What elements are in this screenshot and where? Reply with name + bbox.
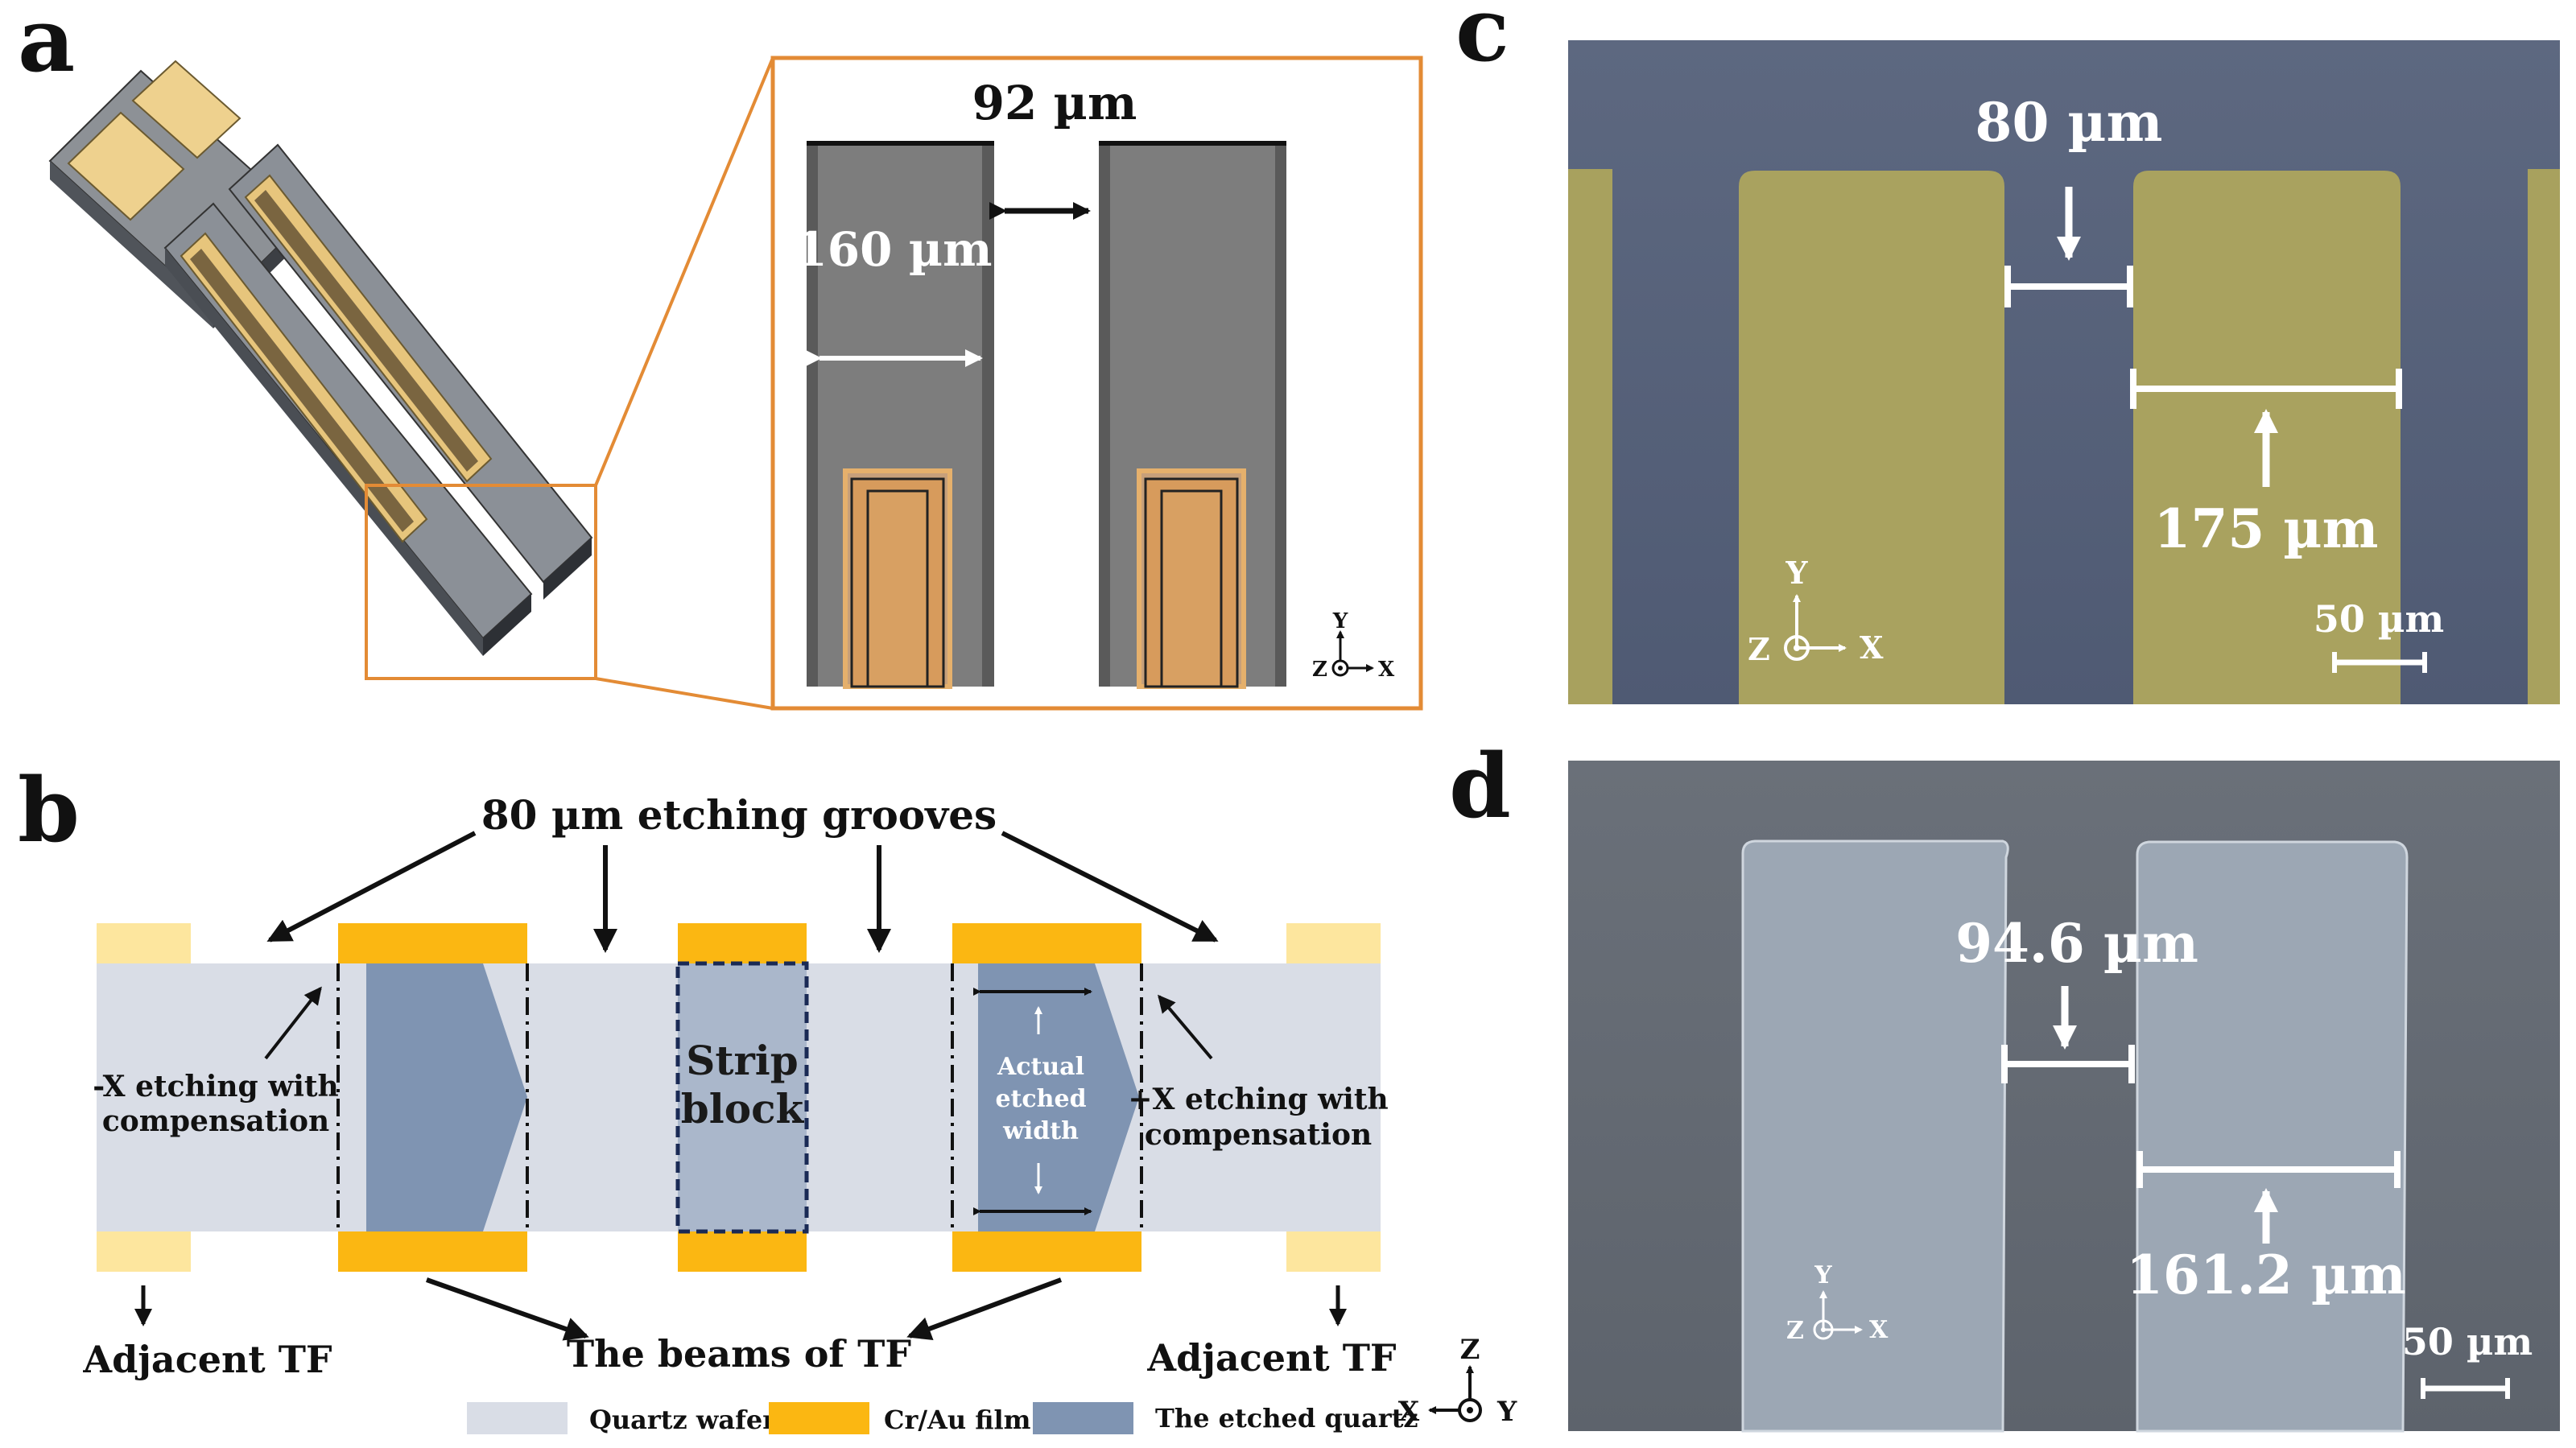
inset-beam-width-label: 160 µm: [795, 222, 992, 277]
strip-label-2: block: [681, 1085, 805, 1132]
legend: Quartz wafer Cr/Au film The etched quart…: [467, 1402, 1418, 1435]
neg-x-label-2: compensation: [102, 1104, 329, 1138]
legend-swatch-etched: [1033, 1402, 1133, 1434]
svg-text:Z: Z: [1312, 658, 1327, 682]
c-gap-label: 80 µm: [1975, 91, 2163, 154]
legend-label-film: Cr/Au film: [884, 1405, 1031, 1435]
d-gap-label: 94.6 µm: [1955, 912, 2198, 975]
panel-c: c 80 µm 175 µm 50 µm Y Z X: [1455, 0, 2560, 704]
inset-axis-indicator: Y Z X: [1312, 609, 1395, 682]
inset-gap-label: 92 µm: [972, 76, 1137, 130]
etched-quartz-left: [366, 963, 527, 1231]
legend-swatch-quartz: [467, 1402, 568, 1434]
panel-d: d 94.6 µm 161.2 µm 50 µm Y Z X: [1449, 734, 2560, 1433]
grooves-label: 80 µm etching grooves: [481, 791, 997, 839]
c-width-label: 175 µm: [2154, 497, 2379, 560]
panel-a: a: [18, 0, 1423, 711]
panel-b-axis-indicator: Z X Y: [1398, 1334, 1517, 1428]
legend-label-quartz: Quartz wafer: [589, 1405, 777, 1435]
svg-text:Y: Y: [1814, 1261, 1832, 1289]
svg-text:Y: Y: [1785, 555, 1808, 591]
d-axis-indicator: Y Z X: [1786, 1261, 1889, 1345]
svg-text:Y: Y: [1496, 1396, 1517, 1428]
svg-text:Z: Z: [1460, 1334, 1480, 1366]
adjacent-left-label: Adjacent TF: [82, 1338, 332, 1381]
legend-swatch-film: [769, 1402, 869, 1434]
panel-b: b Strip block Actual etched width: [18, 758, 1517, 1435]
d-width-label: 161.2 µm: [2126, 1244, 2406, 1306]
c-scale-label: 50 µm: [2314, 597, 2444, 641]
svg-text:X: X: [1869, 1316, 1889, 1344]
svg-text:X: X: [1398, 1396, 1420, 1428]
panel-d-label: d: [1449, 734, 1511, 838]
pos-x-label-2: compensation: [1145, 1118, 1372, 1152]
legend-label-etched: The etched quartz: [1155, 1403, 1418, 1434]
svg-text:X: X: [1860, 629, 1884, 666]
zoom-inset: 92 µm 160 µm Y Z X: [770, 56, 1423, 711]
c-axis-indicator: Y Z X: [1748, 555, 1884, 667]
actual-label-3: width: [1002, 1117, 1079, 1145]
d-scale-label: 50 µm: [2402, 1320, 2533, 1363]
svg-text:Z: Z: [1786, 1317, 1804, 1345]
strip-block: [675, 961, 809, 1234]
pos-x-label-1: +X etching with: [1128, 1083, 1388, 1116]
svg-text:Z: Z: [1748, 631, 1770, 667]
panel-b-label: b: [18, 758, 80, 862]
svg-text:Y: Y: [1332, 609, 1348, 633]
strip-label-1: Strip: [686, 1037, 799, 1084]
actual-label-2: etched: [995, 1085, 1086, 1113]
svg-text:X: X: [1378, 658, 1395, 682]
adjacent-right-label: Adjacent TF: [1146, 1336, 1397, 1380]
zoom-box: [365, 484, 597, 680]
tuning-fork-3d: [48, 60, 593, 656]
neg-x-label-1: -X etching with: [93, 1070, 338, 1104]
panel-a-label: a: [18, 0, 75, 92]
panel-c-label: c: [1455, 0, 1509, 81]
etched-quartz-right: [978, 963, 1139, 1231]
beams-label: The beams of TF: [567, 1332, 911, 1376]
actual-label-1: Actual: [997, 1053, 1084, 1081]
